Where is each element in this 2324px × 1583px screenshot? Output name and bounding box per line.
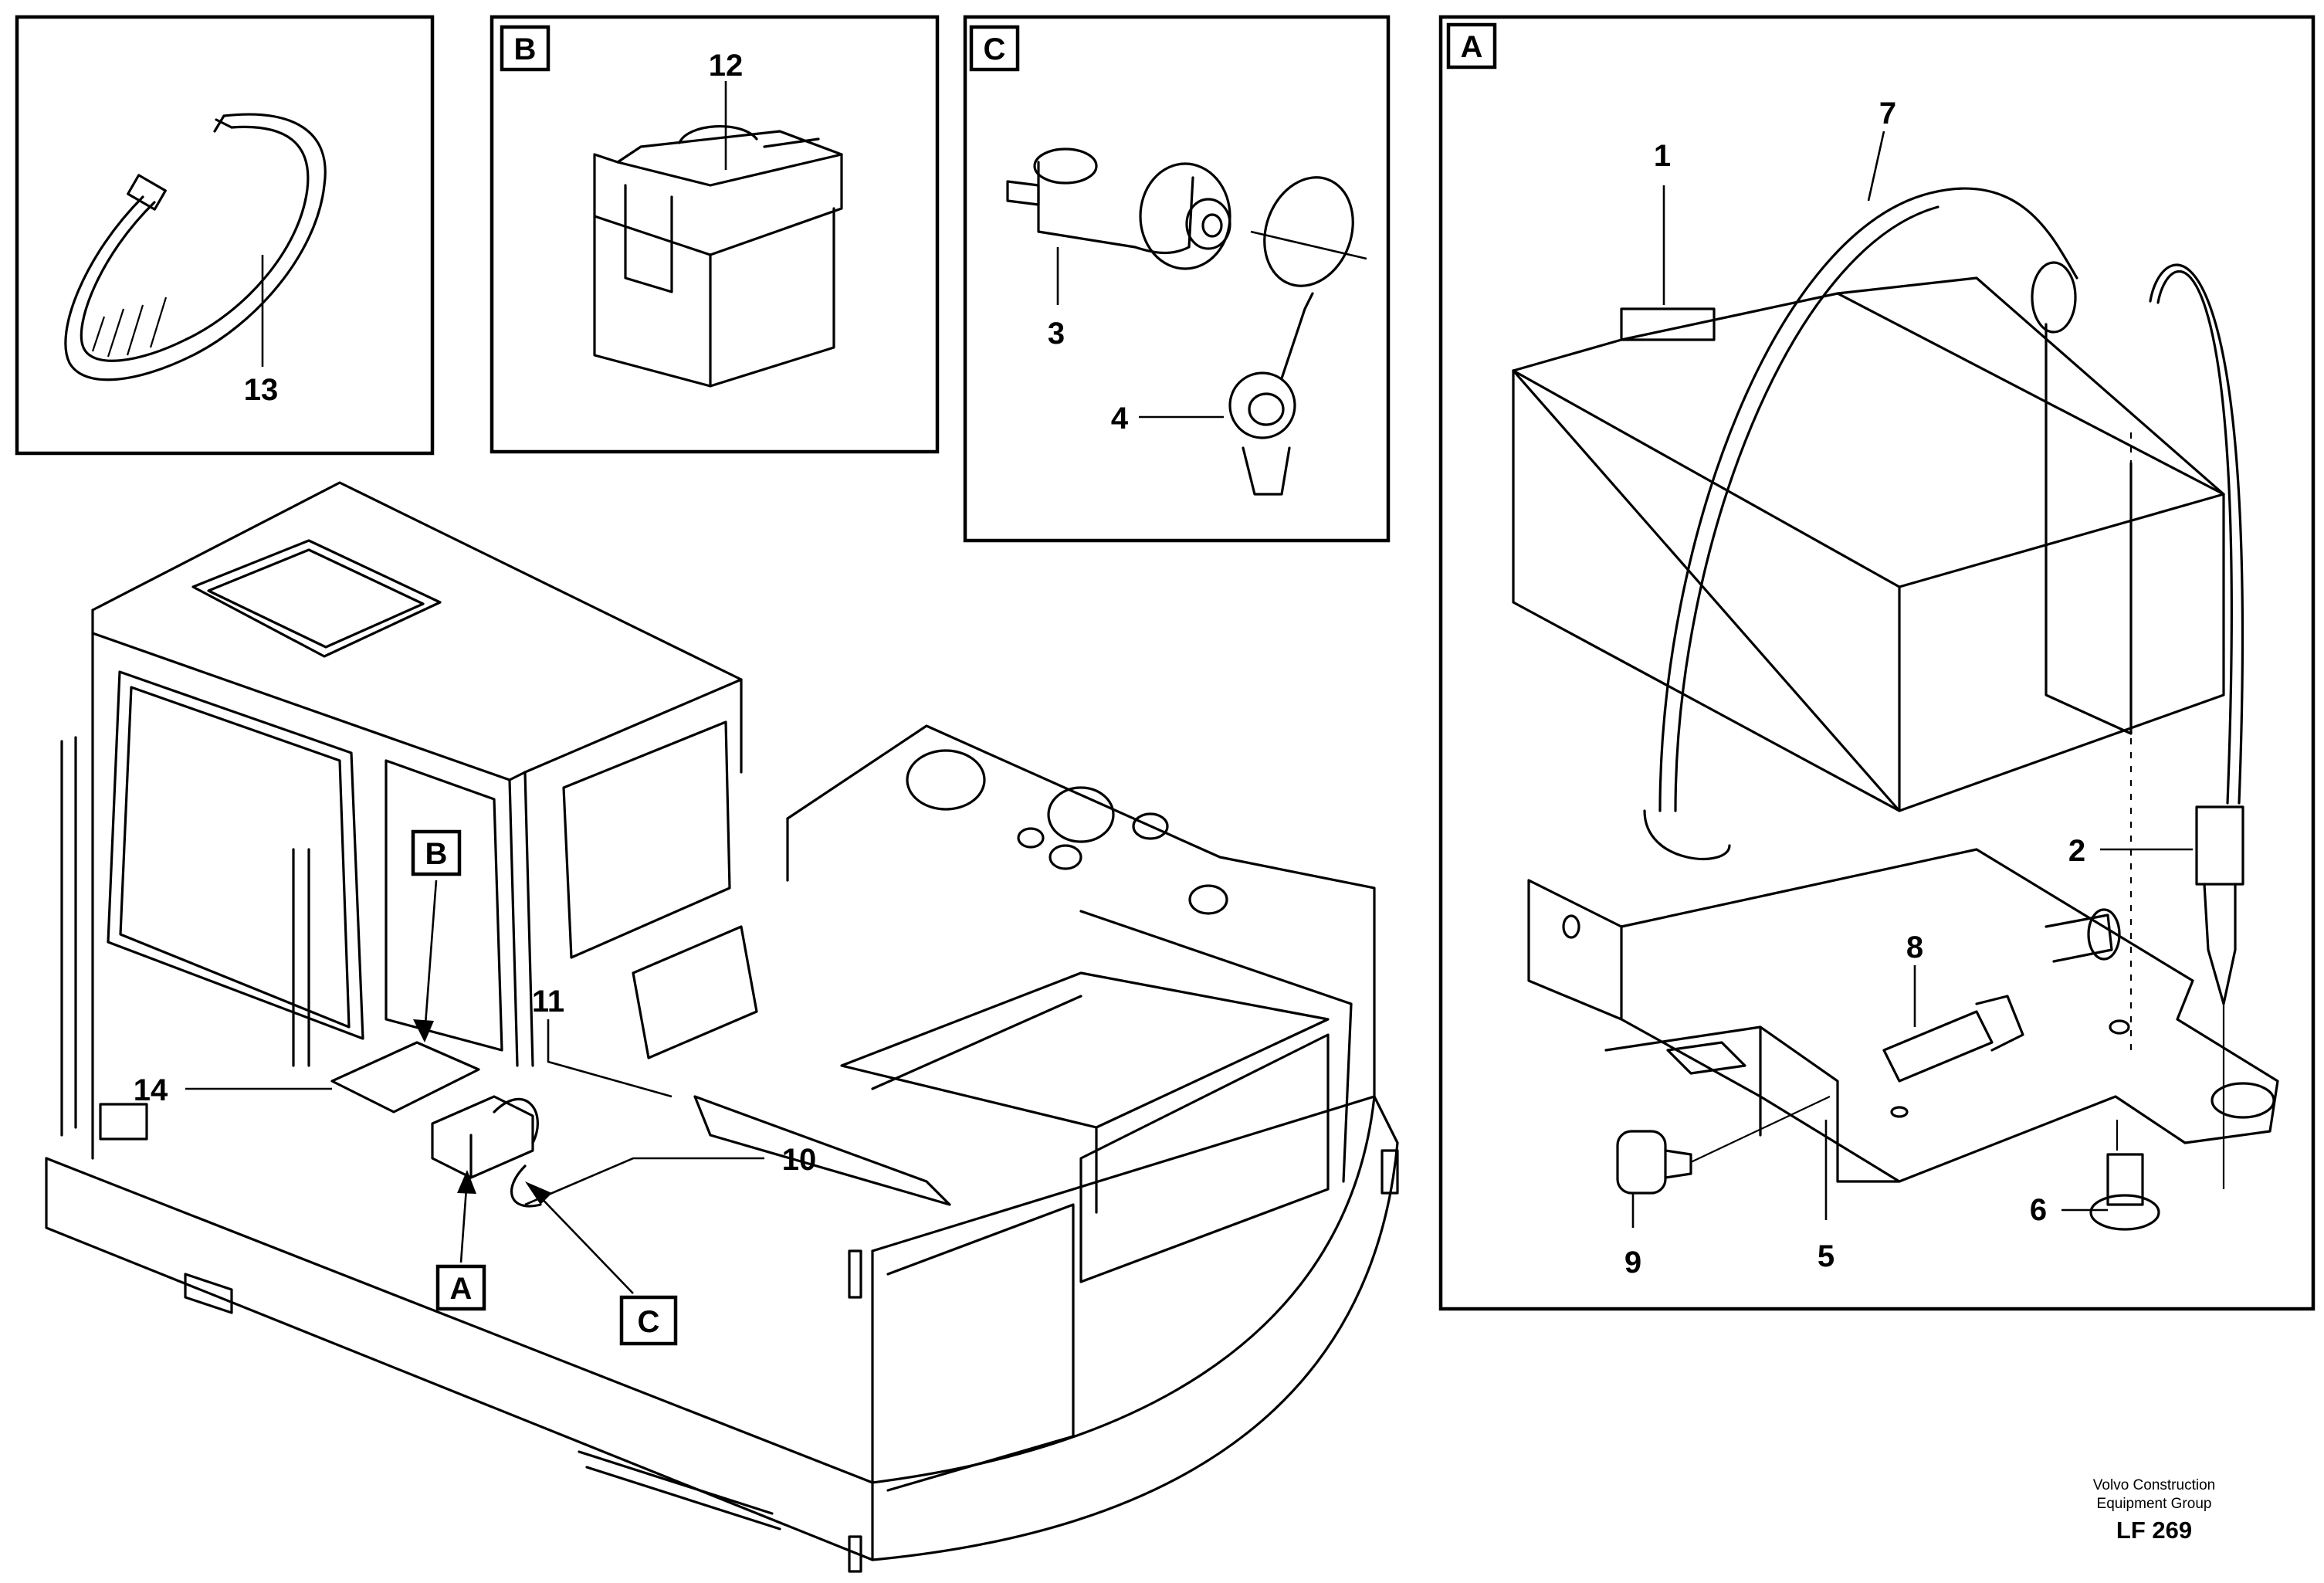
detail-c-tag: C <box>984 32 1006 66</box>
leader-10 <box>524 1157 764 1206</box>
callout-11: 11 <box>532 985 564 1019</box>
cab-illustration <box>60 481 743 1160</box>
callout-10: 10 <box>782 1143 817 1177</box>
callout-8: 8 <box>1906 930 1923 964</box>
main-arrow-b-head <box>413 1019 434 1042</box>
ring-panel-frame <box>15 15 435 456</box>
socket-illustration <box>1006 147 1354 496</box>
leader-11 <box>547 1019 672 1098</box>
main-tag-a: A <box>435 1170 486 1311</box>
main-tag-c-box <box>619 1295 678 1346</box>
relay-mount-illustration <box>330 1041 542 1208</box>
detail-b-panel: B 12 <box>490 15 940 454</box>
callout-4: 4 <box>1111 402 1129 436</box>
publisher-credit: Volvo Construction Equipment Group LF 26… <box>2038 1476 2270 1547</box>
main-arrow-c <box>532 1188 634 1294</box>
detail-a-frame <box>1438 15 2316 1311</box>
main-tag-a-label: A <box>450 1272 473 1306</box>
detail-b-tag-box <box>500 25 551 72</box>
main-tag-c: C <box>525 1181 678 1346</box>
callout-5: 5 <box>1818 1239 1834 1273</box>
alarm-box-illustration <box>1512 276 2225 812</box>
figure-code: LF 269 <box>2116 1517 2193 1544</box>
callout-12: 12 <box>709 49 744 83</box>
nut-illustration <box>1616 1130 1692 1195</box>
main-tag-b-box <box>411 829 462 876</box>
detail-b-frame <box>490 15 940 454</box>
upper-structure-illustration <box>45 724 1399 1573</box>
screw-illustration <box>2089 1153 2160 1231</box>
detail-c-frame <box>963 15 1391 543</box>
ring-detail-panel: 13 <box>15 15 435 456</box>
callout-9: 9 <box>1624 1246 1641 1280</box>
leader-c-axis <box>1250 230 1367 260</box>
detail-c-tag-box <box>969 25 1020 72</box>
antenna-cable-illustration <box>1643 187 2244 1005</box>
callout-1: 1 <box>1654 139 1671 173</box>
callout-6: 6 <box>2030 1193 2047 1227</box>
main-arrow-a-head <box>457 1170 476 1194</box>
callout-14: 14 <box>134 1073 168 1107</box>
mounting-bracket-illustration <box>1527 848 2279 1183</box>
main-tag-b-label: B <box>425 837 448 871</box>
bolt-illustration <box>1882 908 2121 1083</box>
relay-illustration <box>593 125 843 388</box>
callout-2: 2 <box>2068 834 2085 868</box>
main-tag-b: B <box>411 829 462 1042</box>
detail-b-tag: B <box>514 32 537 66</box>
leader-7 <box>1867 131 1885 202</box>
main-tag-a-box <box>435 1264 486 1311</box>
cable-tie-illustration <box>64 113 327 381</box>
detail-c-panel: C 3 4 <box>963 15 1391 543</box>
detail-a-tag: A <box>1461 30 1483 64</box>
detail-a-panel: A <box>1438 15 2316 1311</box>
detail-a-tag-box <box>1446 22 1497 69</box>
main-tag-c-label: C <box>638 1305 660 1339</box>
main-arrow-c-head <box>525 1181 552 1205</box>
credit-line-2: Equipment Group <box>2096 1496 2212 1512</box>
callout-3: 3 <box>1048 317 1065 351</box>
credit-line-1: Volvo Construction <box>2092 1477 2216 1493</box>
callout-13: 13 <box>244 373 279 407</box>
main-arrow-b <box>423 880 438 1036</box>
axis-line-nut <box>1690 1096 1831 1163</box>
excavator-main-view: B A C 11 14 10 <box>45 481 1399 1573</box>
callout-7: 7 <box>1879 97 1896 131</box>
